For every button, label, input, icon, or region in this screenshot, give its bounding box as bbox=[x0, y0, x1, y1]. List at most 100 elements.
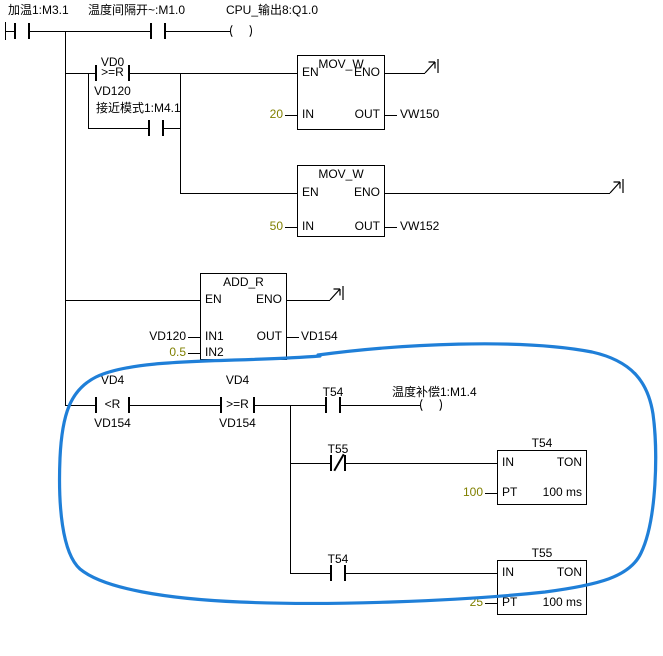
wire bbox=[65, 73, 95, 74]
wire bbox=[188, 353, 200, 354]
wire bbox=[188, 337, 200, 338]
wire bbox=[385, 227, 397, 228]
no-contact-m1-0[interactable] bbox=[150, 23, 166, 39]
coil-left-arc-icon bbox=[420, 397, 431, 413]
box-title: MOV_W bbox=[318, 57, 364, 71]
constant-pt-value[interactable]: 100 bbox=[462, 485, 483, 499]
output-coil-m1-4[interactable] bbox=[420, 397, 442, 413]
contact-operand[interactable]: T54 bbox=[322, 385, 344, 399]
port-eno: ENO bbox=[353, 65, 380, 79]
wire bbox=[485, 493, 497, 494]
timer-type: TON bbox=[556, 565, 582, 579]
dangling-wire-arrow-icon bbox=[329, 286, 344, 301]
port-en: EN bbox=[302, 65, 319, 79]
dangling-wire-arrow-icon bbox=[609, 179, 624, 194]
port-in: IN bbox=[502, 455, 514, 469]
out-operand[interactable]: VW152 bbox=[400, 219, 440, 233]
port-in2: IN2 bbox=[205, 345, 224, 359]
wire bbox=[285, 115, 297, 116]
mov-w-box-2[interactable] bbox=[297, 165, 385, 237]
port-en: EN bbox=[302, 185, 319, 199]
wire bbox=[88, 128, 148, 129]
wire bbox=[346, 573, 497, 574]
in1-operand[interactable]: VD120 bbox=[149, 329, 186, 343]
wire bbox=[88, 73, 89, 128]
wire bbox=[130, 73, 297, 74]
port-out: OUT bbox=[354, 107, 380, 121]
constant-pt-value[interactable]: 25 bbox=[469, 595, 483, 609]
wire bbox=[341, 405, 420, 406]
output-coil-q1-0[interactable] bbox=[230, 23, 252, 39]
coil-operand[interactable]: 温度补偿1:M1.4 bbox=[392, 385, 477, 399]
compare-contact-vd4-lt-vd154[interactable]: <R bbox=[95, 397, 130, 413]
coil-right-arc-icon bbox=[431, 397, 442, 413]
wire bbox=[485, 603, 497, 604]
out-operand[interactable]: VD154 bbox=[301, 329, 338, 343]
constant-in2-value[interactable]: 0.5 bbox=[169, 345, 186, 359]
port-in: IN bbox=[302, 219, 314, 233]
contact-operand[interactable]: 加温1:M3.1 bbox=[8, 3, 69, 17]
no-contact-m3-1[interactable] bbox=[14, 23, 30, 39]
port-en: EN bbox=[205, 292, 222, 306]
port-eno: ENO bbox=[353, 185, 380, 199]
compare-operand1[interactable]: VD4 bbox=[225, 373, 250, 387]
time-base: 100 ms bbox=[542, 485, 582, 499]
compare-operator: <R bbox=[104, 397, 121, 411]
timer-operand[interactable]: T55 bbox=[531, 546, 553, 560]
wire bbox=[166, 31, 230, 32]
wire bbox=[65, 31, 66, 405]
wire bbox=[285, 227, 297, 228]
port-pt: PT bbox=[502, 595, 518, 609]
coil-left-arc-icon bbox=[230, 23, 241, 39]
no-contact-t54-seal[interactable] bbox=[325, 397, 341, 413]
mov-w-box-1[interactable] bbox=[297, 55, 385, 130]
wire bbox=[385, 193, 610, 194]
compare-operand2[interactable]: VD120 bbox=[94, 84, 131, 98]
wire bbox=[290, 463, 330, 464]
compare-operand1[interactable]: VD0 bbox=[100, 55, 125, 69]
compare-contact-vd4-ge-vd154[interactable]: >=R bbox=[220, 397, 255, 413]
compare-operator: >=R bbox=[101, 65, 124, 79]
no-contact-m4-1[interactable] bbox=[148, 120, 164, 136]
wire bbox=[130, 405, 220, 406]
constant-in-value[interactable]: 20 bbox=[269, 107, 283, 121]
wire bbox=[30, 31, 150, 32]
wire bbox=[385, 73, 425, 74]
wire bbox=[65, 405, 95, 406]
port-in: IN bbox=[302, 107, 314, 121]
nc-contact-t55[interactable] bbox=[330, 453, 346, 472]
wire bbox=[385, 115, 397, 116]
port-eno: ENO bbox=[255, 292, 282, 306]
timer-type: TON bbox=[556, 455, 582, 469]
timer-operand[interactable]: T54 bbox=[531, 436, 553, 450]
compare-contact-vd0-ge-vd120[interactable]: >=R bbox=[95, 65, 130, 81]
coil-operand[interactable]: CPU_输出8:Q1.0 bbox=[226, 3, 319, 17]
out-operand[interactable]: VW150 bbox=[400, 107, 440, 121]
coil-right-arc-icon bbox=[241, 23, 252, 39]
nc-slash-icon bbox=[333, 453, 345, 472]
contact-operand[interactable]: 接近模式1:M4.1 bbox=[96, 101, 181, 115]
wire bbox=[65, 300, 200, 301]
constant-in-value[interactable]: 50 bbox=[269, 219, 283, 233]
dangling-wire-arrow-icon bbox=[424, 59, 439, 74]
wire bbox=[346, 463, 497, 464]
wire bbox=[287, 300, 330, 301]
wire bbox=[290, 405, 291, 573]
box-title: ADD_R bbox=[223, 275, 264, 289]
box-title: MOV_W bbox=[318, 167, 364, 181]
time-base: 100 ms bbox=[542, 595, 582, 609]
compare-operand2[interactable]: VD154 bbox=[94, 416, 131, 430]
port-in: IN bbox=[502, 565, 514, 579]
contact-operand[interactable]: T54 bbox=[327, 552, 349, 566]
wire bbox=[290, 573, 330, 574]
compare-operand2[interactable]: VD154 bbox=[219, 416, 256, 430]
port-out: OUT bbox=[256, 329, 282, 343]
no-contact-t54-trigger[interactable] bbox=[330, 565, 346, 581]
compare-operand1[interactable]: VD4 bbox=[100, 373, 125, 387]
wire bbox=[164, 128, 181, 129]
wire bbox=[180, 73, 181, 193]
port-pt: PT bbox=[502, 485, 518, 499]
contact-operand[interactable]: 温度间隔开~:M1.0 bbox=[88, 3, 186, 17]
contact-operand[interactable]: T55 bbox=[327, 442, 349, 456]
